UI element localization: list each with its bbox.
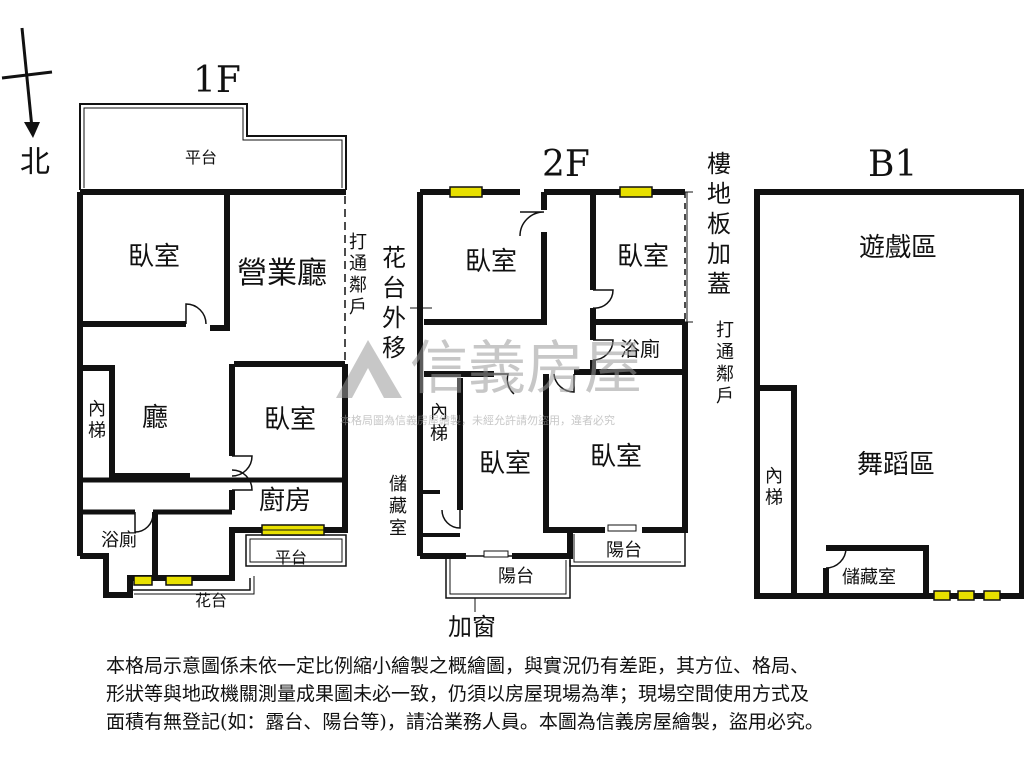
door-swing xyxy=(231,455,253,477)
label-1f-planter: 花台 xyxy=(195,591,227,610)
window-icon xyxy=(983,590,1001,601)
label-2f-open-neighbor: 打通鄰戶 xyxy=(716,320,734,407)
platform-inner-line xyxy=(83,107,343,188)
door-swing xyxy=(185,303,207,325)
floor-2f-windows xyxy=(449,186,653,198)
balcony-right-outline xyxy=(569,530,686,567)
door-swing xyxy=(519,211,545,237)
label-2f-bedroom-c: 臥室 xyxy=(479,449,531,479)
label-2f-bedroom-a: 臥室 xyxy=(465,247,517,277)
floor-1f-title: 1F xyxy=(193,60,241,101)
label-2f-bedroom-d: 臥室 xyxy=(590,442,642,472)
floor-b1-windows xyxy=(933,590,1001,601)
floor-1f-plan xyxy=(77,103,348,598)
label-1f-bedroom-1: 臥室 xyxy=(128,242,180,272)
house-logo-icon xyxy=(336,340,402,398)
balcony-left-outline xyxy=(445,556,571,599)
label-b1-storage: 儲藏室 xyxy=(842,567,896,588)
door-swing xyxy=(592,339,614,361)
door-swing xyxy=(825,547,847,569)
door-swing xyxy=(441,509,461,529)
label-1f-platform-top: 平台 xyxy=(185,148,217,167)
disclaimer-text: 本格局示意圖係未依一定比例縮小繪製之概繪圖，與實況仍有差距，其方位、格局、 形狀… xyxy=(106,652,986,736)
label-1f-open-neighbor: 打通鄰戶 xyxy=(349,232,367,318)
label-1f-bedroom-2: 臥室 xyxy=(264,405,316,435)
label-2f-bedroom-b: 臥室 xyxy=(617,242,669,272)
north-label: 北 xyxy=(20,145,50,180)
window-icon xyxy=(133,575,153,586)
watermark-brand: 信義房屋 xyxy=(410,334,642,402)
door-swing xyxy=(231,469,253,491)
label-2f-added-window: 加窗 xyxy=(448,613,496,641)
floor-b1-plan xyxy=(754,189,1024,599)
door-swing xyxy=(592,289,614,309)
label-2f-floor-slab-added: 樓地板加蓋 xyxy=(707,150,731,298)
label-1f-platform-bottom: 平台 xyxy=(275,548,307,567)
label-2f-balcony-left: 陽台 xyxy=(498,566,534,587)
watermark: 信義房屋 本格局圖為信義房屋繪製，未經允許請勿盜用，違者必究 xyxy=(336,334,642,427)
floor-2f-plan xyxy=(410,189,693,612)
label-2f-stairs: 內梯 xyxy=(430,402,448,445)
planter-outline xyxy=(130,578,251,591)
watermark-subtext: 本格局圖為信義房屋繪製，未經允許請勿盜用，違者必究 xyxy=(340,413,615,427)
window-icon xyxy=(619,186,653,198)
label-2f-balcony-right: 陽台 xyxy=(606,540,642,561)
north-arrow-icon xyxy=(24,122,40,138)
label-b1-dance-area: 舞蹈區 xyxy=(857,450,935,480)
window-icon xyxy=(933,590,951,601)
window-icon xyxy=(165,575,193,586)
floor-b1-title: B1 xyxy=(868,144,917,185)
label-1f-stairs: 內梯 xyxy=(88,399,106,442)
window-icon xyxy=(957,590,975,601)
label-1f-living-room: 廳 xyxy=(142,403,168,433)
door-swing xyxy=(134,512,154,533)
label-b1-stairs: 內梯 xyxy=(765,466,783,509)
label-2f-planter-moved: 花台外移 xyxy=(382,244,406,362)
disclaimer-line: 面積有無登記(如：露台、陽台等)，請洽業務人員。本圖為信義房屋繪製，盜用必究。 xyxy=(106,711,824,733)
platform-outline xyxy=(79,103,347,190)
label-2f-bathroom: 浴廁 xyxy=(620,337,660,361)
floor-1f-windows xyxy=(133,524,325,586)
disclaimer-line: 本格局示意圖係未依一定比例縮小繪製之概繪圖，與實況仍有差距，其方位、格局、 xyxy=(106,655,810,677)
door-swing xyxy=(494,373,515,395)
disclaimer-line: 形狀等與地政機關測量成果圖未必一致，仍須以房屋現場為準；現場空間使用方式及 xyxy=(106,683,810,705)
label-2f-storage: 儲藏室 xyxy=(389,474,407,539)
door-swing xyxy=(553,373,575,393)
label-1f-bathroom: 浴廁 xyxy=(101,529,137,551)
compass: 北 xyxy=(1,27,53,180)
floor-2f-title: 2F xyxy=(542,144,590,185)
label-b1-game-area: 遊戲區 xyxy=(859,233,937,263)
label-1f-business-hall: 營業廳 xyxy=(237,256,327,291)
window-icon xyxy=(449,186,483,198)
label-1f-kitchen: 廚房 xyxy=(259,486,311,516)
